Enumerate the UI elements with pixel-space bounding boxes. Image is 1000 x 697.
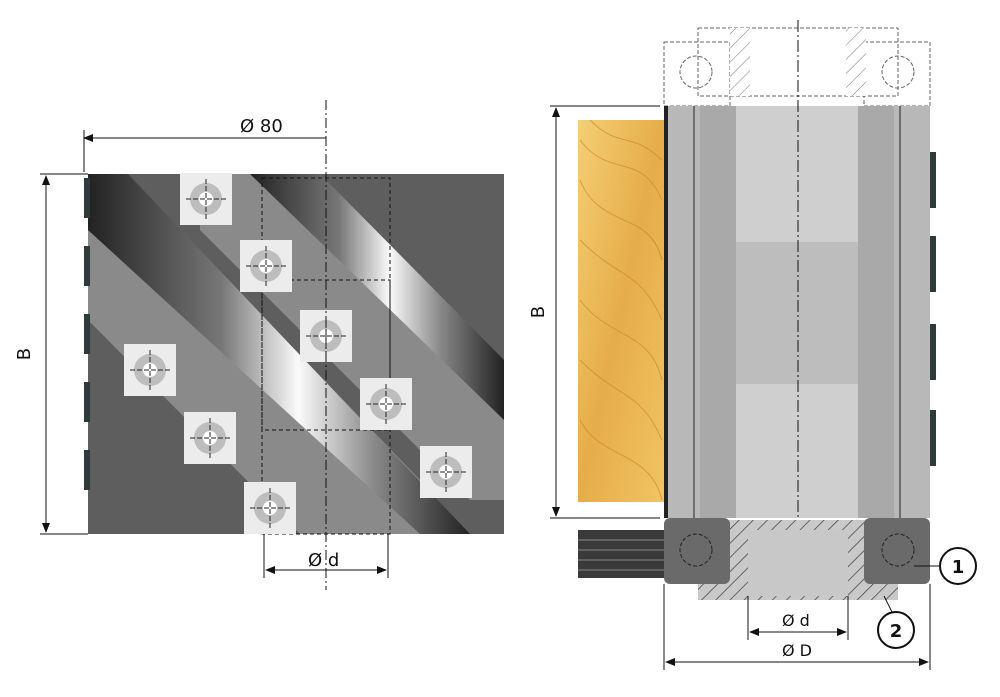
- knife-edges-right: [930, 152, 936, 466]
- chip-groove-2: [250, 174, 504, 420]
- spindle-stub: [578, 530, 664, 578]
- knife-insert: [360, 378, 412, 430]
- bottom-bore-section: [748, 530, 848, 596]
- callout-2-label: 2: [890, 621, 903, 642]
- knife-insert: [244, 482, 296, 534]
- dim-height-right-label: B: [528, 306, 549, 318]
- chip-groove-1: [88, 174, 470, 534]
- knife-edges-left: [84, 178, 90, 490]
- callout-1-label: 1: [952, 557, 965, 578]
- wood-grain: [579, 119, 663, 501]
- dim-outer-diameter-label: Ø 80: [240, 116, 283, 137]
- dim-outer-right-label: Ø D: [782, 641, 812, 660]
- right-cutter-view: B Ø d Ø D 1 2: [528, 20, 977, 670]
- knife-insert: [180, 173, 232, 225]
- knife-insert: [240, 240, 292, 292]
- left-cutter-view: Ø 80 B Ø d: [14, 100, 504, 590]
- dim-bore-label: Ø d: [308, 550, 339, 571]
- wood-workpiece: [578, 120, 664, 502]
- callout-1-circle: [939, 547, 977, 585]
- top-flange-hatch: [730, 28, 750, 96]
- dim-bore-right-label: Ø d: [782, 611, 810, 630]
- callout-2-circle: [877, 611, 915, 649]
- knife-insert: [420, 446, 472, 498]
- knife-insert: [124, 344, 176, 396]
- bearing-right: [864, 518, 930, 584]
- dim-height-label: B: [14, 348, 35, 360]
- knife-insert: [184, 412, 236, 464]
- top-bearing-hidden: [663, 27, 931, 107]
- hub-section: [736, 242, 858, 384]
- bearing-left: [664, 518, 730, 584]
